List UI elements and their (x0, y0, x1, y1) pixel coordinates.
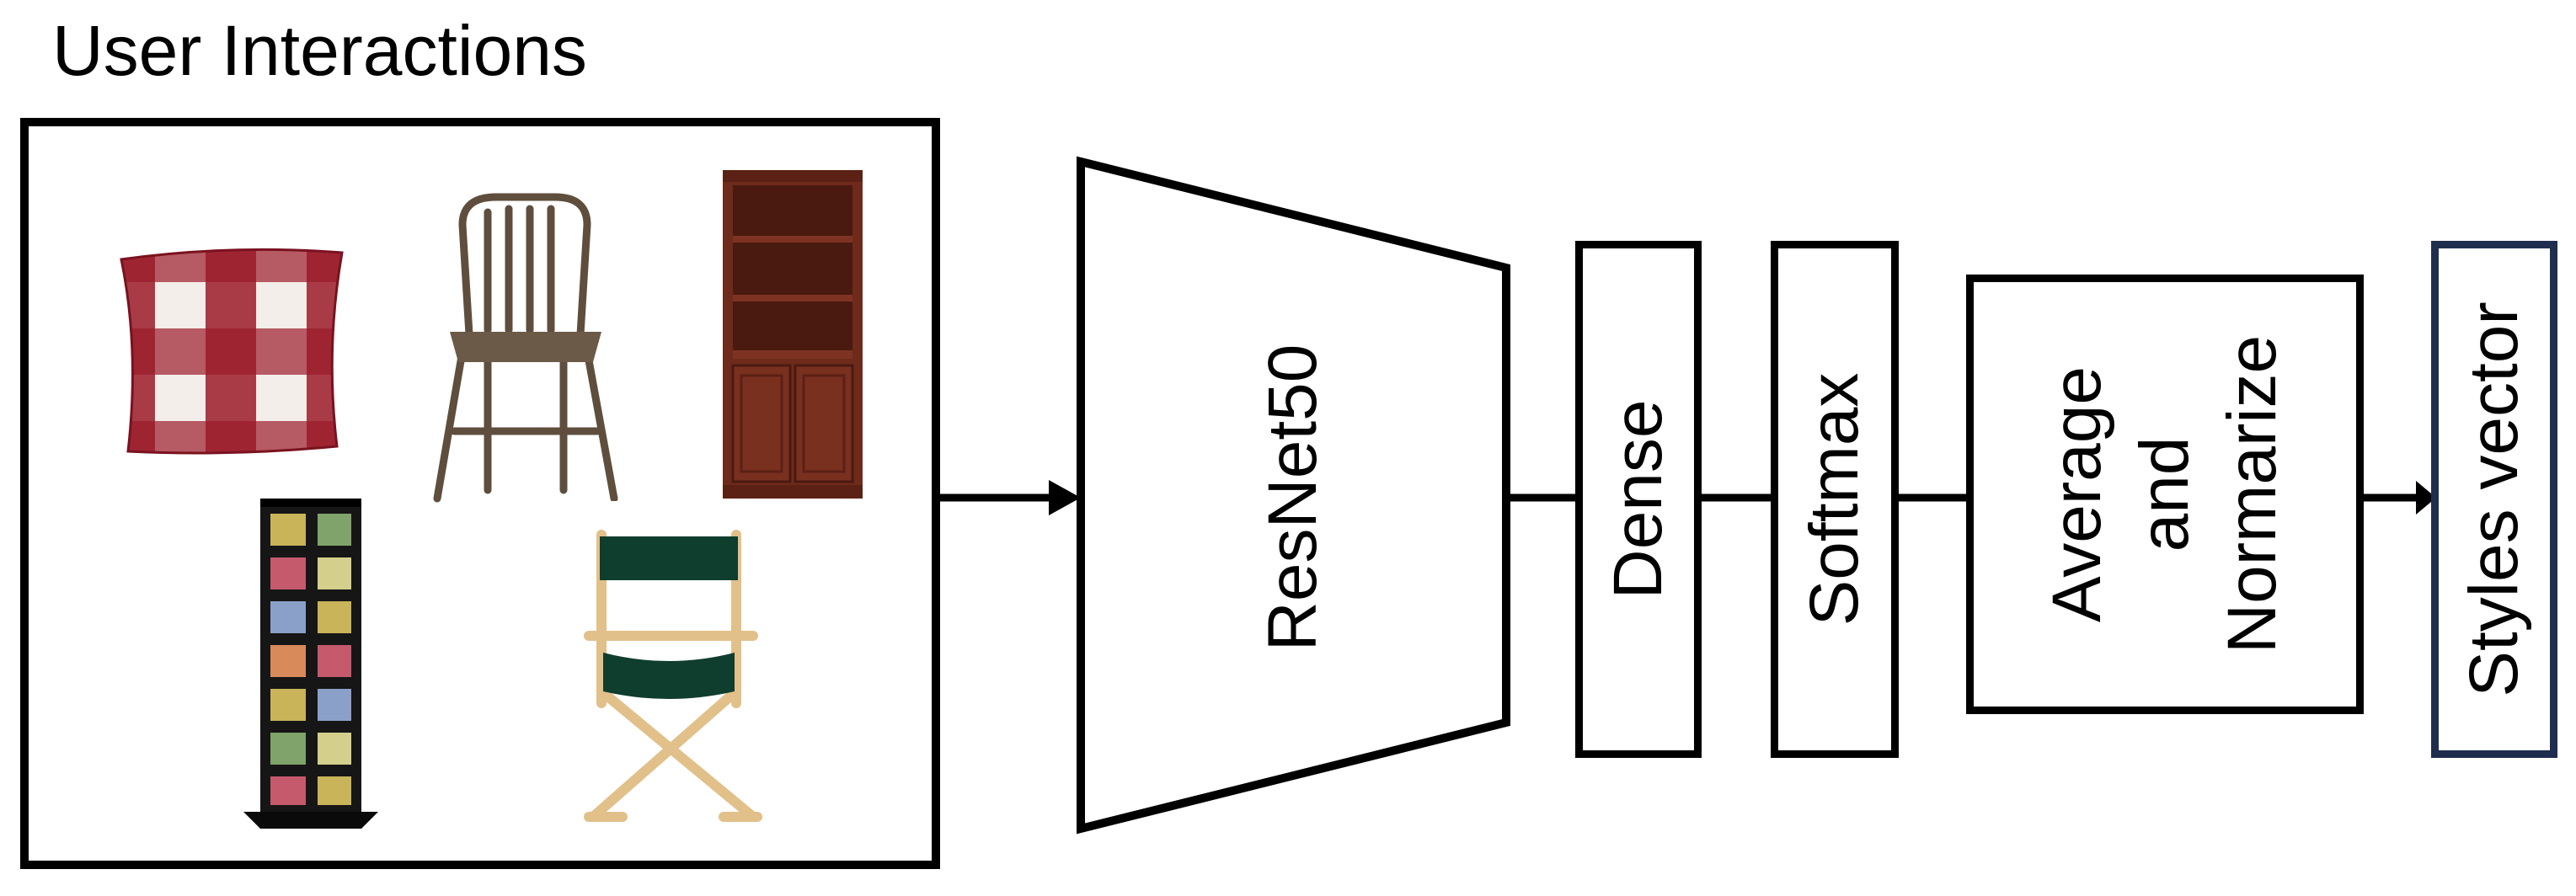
dense-layer-box: Dense (1575, 241, 1702, 758)
average-normalize-label: Average and Normarize (2034, 335, 2296, 653)
encoder-trapezoid (1077, 156, 1510, 835)
encoder-label: ResNet50 (1254, 344, 1331, 652)
plaid-pillow-image (120, 248, 344, 455)
average-line-3: Normarize (2214, 334, 2290, 654)
metal-chair-image (361, 179, 690, 515)
media-tower-image (243, 499, 378, 829)
arrowhead-average-to-output (2416, 481, 2436, 515)
softmax-layer-label: Softmax (1796, 372, 1873, 627)
directors-chair-image (509, 501, 846, 838)
page-title: User Interactions (52, 11, 587, 90)
average-normalize-box: Average and Normarize (1966, 275, 2364, 714)
user-interactions-box (20, 118, 940, 869)
styles-vector-label: Styles vector (2456, 301, 2532, 697)
arrowhead-input-to-encoder (1049, 480, 1081, 515)
softmax-layer-box: Softmax (1771, 241, 1899, 758)
average-line-2: and (2126, 436, 2203, 552)
wooden-cabinet-image (723, 170, 863, 499)
styles-vector-box: Styles vector (2431, 241, 2557, 758)
average-line-1: Average (2039, 366, 2115, 622)
dense-layer-label: Dense (1600, 399, 1676, 600)
